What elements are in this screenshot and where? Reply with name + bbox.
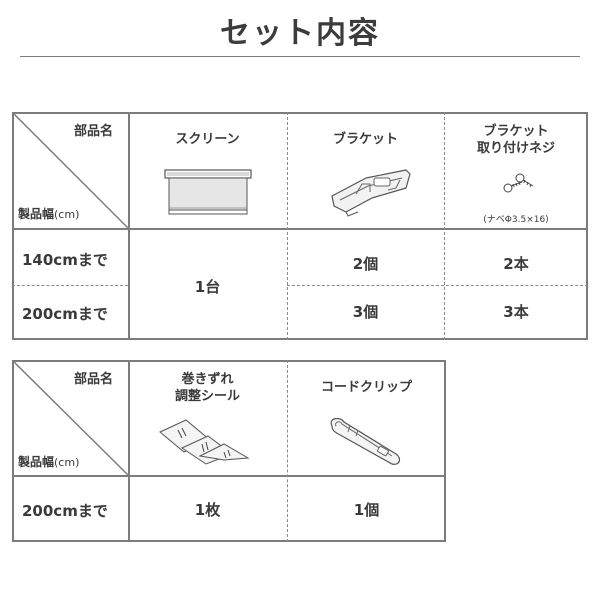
col-title-screen: スクリーン xyxy=(175,132,240,147)
bracket-quantity-200: 3個 xyxy=(352,303,379,321)
table1-label-divider xyxy=(128,112,130,340)
table2-col-divider-1 xyxy=(287,360,288,542)
table2-header-divider xyxy=(12,475,446,477)
col-title-adjustment-seal-line1: 巻きずれ xyxy=(181,372,234,387)
screw-spec-note: (ナベΦ3.5×16) xyxy=(483,215,549,225)
table1-corner-product-width-label: 製品幅 xyxy=(18,207,55,221)
table1-row-label-200: 200cmまで xyxy=(22,305,108,323)
table1-header-divider xyxy=(12,228,588,230)
table1-col-divider-2 xyxy=(444,112,445,340)
bracket-quantity-140: 2個 xyxy=(352,255,379,273)
contents-table-2 xyxy=(12,360,446,542)
table1-row-divider-right xyxy=(287,285,588,286)
table2-corner-diagonal xyxy=(12,360,129,476)
table2-corner-part-name: 部品名 xyxy=(74,372,114,387)
table1-col-divider-1 xyxy=(287,112,288,340)
title-divider xyxy=(20,56,580,57)
seal-quantity: 1枚 xyxy=(194,501,221,519)
table1-corner-part-name: 部品名 xyxy=(74,124,114,139)
table1-row-label-140: 140cmまで xyxy=(22,251,108,269)
col-title-bracket-screw-line2: 取り付けネジ xyxy=(476,141,555,156)
table2-row-label-200: 200cmまで xyxy=(22,502,108,520)
contents-table-1 xyxy=(12,112,588,340)
table1-corner-diagonal xyxy=(12,112,129,229)
screw-quantity-200: 3本 xyxy=(503,303,529,321)
col-title-adjustment-seal: 巻きずれ 調整シール xyxy=(128,371,287,405)
table2-corner-unit: (cm) xyxy=(54,456,80,469)
col-title-bracket: ブラケット xyxy=(332,132,398,147)
col-title-adjustment-seal-line2: 調整シール xyxy=(174,389,240,404)
screws-icon xyxy=(503,173,534,193)
table1-corner-unit: (cm) xyxy=(54,208,80,221)
col-title-bracket-screw: ブラケット 取り付けネジ xyxy=(444,123,588,157)
table2-corner-product-width-label: 製品幅 xyxy=(18,455,55,469)
page-title: セット内容 xyxy=(220,16,380,51)
roller-screen-icon xyxy=(164,169,252,215)
table2-corner-product-width: 製品幅(cm) xyxy=(18,453,79,470)
col-title-bracket-screw-line1: ブラケット xyxy=(483,124,549,139)
col-title-cord-clip: コードクリップ xyxy=(320,380,412,395)
table1-row-divider-left xyxy=(12,285,128,286)
bracket-icon xyxy=(331,169,411,217)
table2-label-divider xyxy=(128,360,130,542)
cord-clip-icon xyxy=(330,417,401,465)
cord-clip-quantity: 1個 xyxy=(353,501,380,519)
screen-quantity: 1台 xyxy=(194,278,221,296)
adjustment-seal-icon xyxy=(159,419,250,465)
table1-corner-product-width: 製品幅(cm) xyxy=(18,205,79,222)
screw-quantity-140: 2本 xyxy=(503,255,529,273)
